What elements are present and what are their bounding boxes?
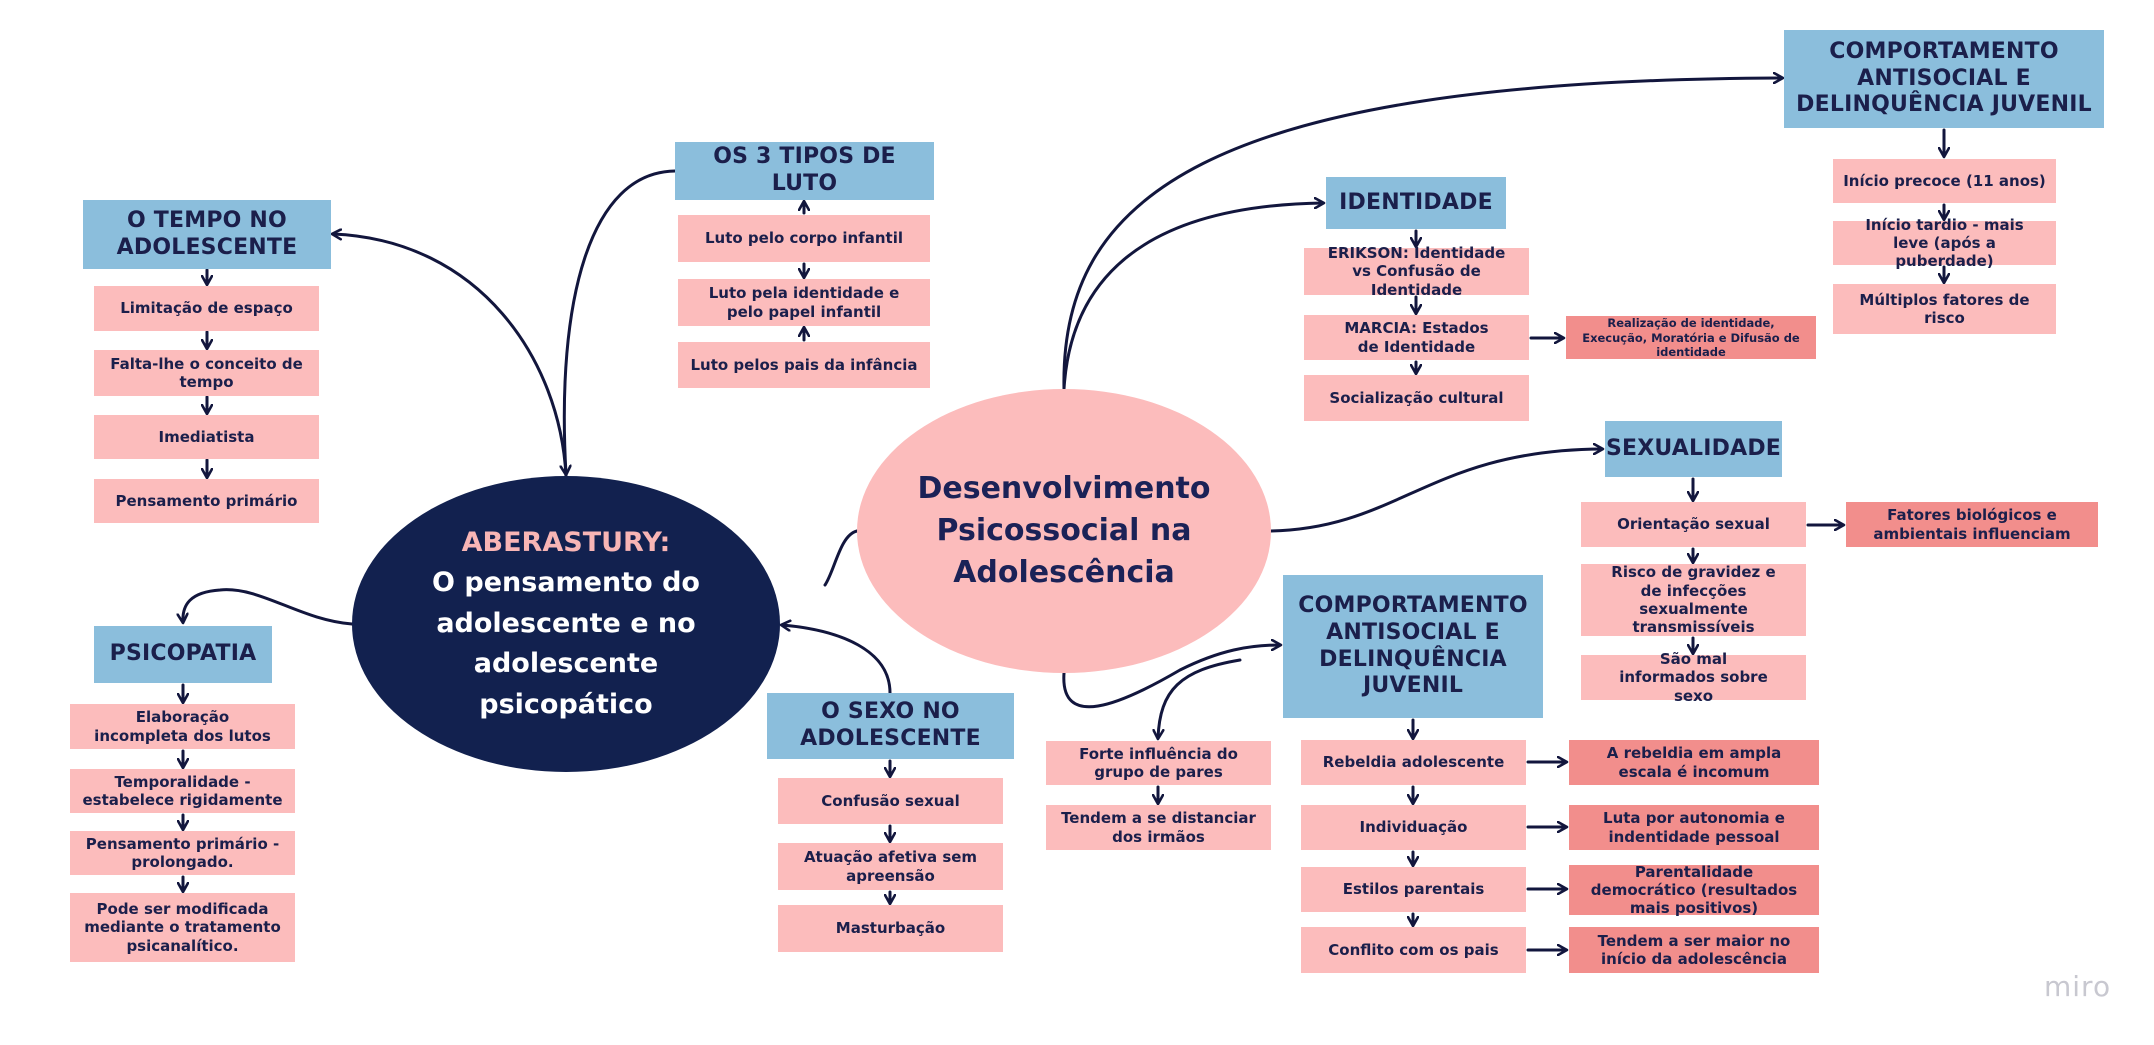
orientacao-detail[interactable]: Fatores biológicos e ambientais influenc…	[1846, 502, 2098, 547]
aberastury-label: ABERASTURY:	[461, 526, 671, 558]
psicopatia-item[interactable]: Pode ser modificada mediante o tratament…	[70, 893, 295, 962]
sexualidade-header[interactable]: SEXUALIDADE	[1605, 421, 1782, 477]
comportamento-top-item[interactable]: Múltiplos fatores de risco	[1833, 284, 2056, 334]
comportamento-mid-detail[interactable]: Parentalidade democrático (resultados ma…	[1569, 863, 1819, 917]
comportamento-mid-detail[interactable]: Tendem a ser maior no início da adolescê…	[1569, 927, 1819, 973]
identidade-item[interactable]: ERIKSON: Identidade vs Confusão de Ident…	[1304, 244, 1529, 299]
comportamento-mid-item[interactable]: Rebeldia adolescente	[1301, 740, 1526, 785]
sexo-header[interactable]: O SEXO NO ADOLESCENTE	[767, 693, 1014, 759]
identidade-header[interactable]: IDENTIDADE	[1326, 177, 1506, 229]
link-aberastury-tempo	[333, 234, 568, 478]
tempo-item[interactable]: Falta-lhe o conceito de tempo	[94, 350, 319, 396]
tempo-header[interactable]: O TEMPO NO ADOLESCENTE	[83, 200, 331, 269]
pares-item[interactable]: Tendem a se distanciar dos irmãos	[1046, 805, 1271, 850]
aberastury-node[interactable]: ABERASTURY: O pensamento do adolescente …	[352, 476, 780, 772]
comportamento-mid-item[interactable]: Conflito com os pais	[1301, 927, 1526, 973]
luto-header[interactable]: OS 3 TIPOS DE LUTO	[675, 142, 934, 200]
tempo-item[interactable]: Pensamento primário	[94, 479, 319, 523]
link-aberastury-psicopatia	[183, 588, 354, 626]
comportamento-mid-detail[interactable]: Luta por autonomia e indentidade pessoal	[1569, 805, 1819, 850]
psicopatia-item[interactable]: Pensamento primário - prolongado.	[70, 831, 295, 875]
sexualidade-item[interactable]: Orientação sexual	[1581, 502, 1806, 547]
psicopatia-header[interactable]: PSICOPATIA	[94, 626, 272, 683]
psicopatia-item[interactable]: Temporalidade - estabelece rigidamente	[70, 769, 295, 813]
tempo-item[interactable]: Limitação de espaço	[94, 286, 319, 331]
sexo-item[interactable]: Atuação afetiva sem apreensão	[778, 843, 1003, 890]
identidade-item[interactable]: MARCIA: Estados de Identidade	[1304, 315, 1529, 360]
sexo-item[interactable]: Masturbação	[778, 905, 1003, 952]
pares-item[interactable]: Forte influência do grupo de pares	[1046, 741, 1271, 785]
comportamento-mid-detail[interactable]: A rebeldia em ampla escala é incomum	[1569, 740, 1819, 785]
tempo-item[interactable]: Imediatista	[94, 415, 319, 459]
central-topic-node[interactable]: Desenvolvimento Psicossocial na Adolescê…	[857, 389, 1271, 673]
identidade-item[interactable]: Socialização cultural	[1304, 375, 1529, 421]
aberastury-title: O pensamento do adolescente e no adolesc…	[432, 567, 700, 720]
link-center-identidade	[1062, 203, 1323, 391]
comportamento-mid-header[interactable]: COMPORTAMENTO ANTISOCIAL E DELINQUÊNCIA …	[1283, 575, 1543, 718]
central-topic-title: Desenvolvimento Psicossocial na Adolescê…	[917, 471, 1211, 590]
link-luto-aberastury	[564, 169, 677, 474]
link-center-pares	[1158, 658, 1242, 738]
link-center-aberastury	[823, 529, 859, 587]
link-center-sexualidade	[1269, 449, 1602, 533]
psicopatia-item[interactable]: Elaboração incompleta dos lutos	[70, 704, 295, 749]
marcia-detail[interactable]: Realização de identidade, Execução, Mora…	[1566, 316, 1816, 359]
comportamento-top-item[interactable]: Início precoce (11 anos)	[1833, 159, 2056, 203]
comportamento-mid-item[interactable]: Estilos parentais	[1301, 867, 1526, 912]
sexualidade-item[interactable]: Risco de gravidez e de infecções sexualm…	[1581, 563, 1806, 636]
link-sexo-aberastury	[782, 625, 892, 695]
sexualidade-item[interactable]: São mal informados sobre sexo	[1581, 650, 1806, 705]
luto-item[interactable]: Luto pelos pais da infância	[678, 342, 930, 388]
luto-item[interactable]: Luto pelo corpo infantil	[678, 215, 930, 262]
comportamento-top-item[interactable]: Início tardio - mais leve (após a puberd…	[1833, 216, 2056, 270]
comportamento-top-header[interactable]: COMPORTAMENTO ANTISOCIAL E DELINQUÊNCIA …	[1784, 30, 2104, 128]
sexo-item[interactable]: Confusão sexual	[778, 778, 1003, 824]
comportamento-mid-item[interactable]: Individuação	[1301, 805, 1526, 850]
miro-logo: miro	[2044, 970, 2112, 1003]
luto-item[interactable]: Luto pela identidade e pelo papel infant…	[678, 279, 930, 326]
